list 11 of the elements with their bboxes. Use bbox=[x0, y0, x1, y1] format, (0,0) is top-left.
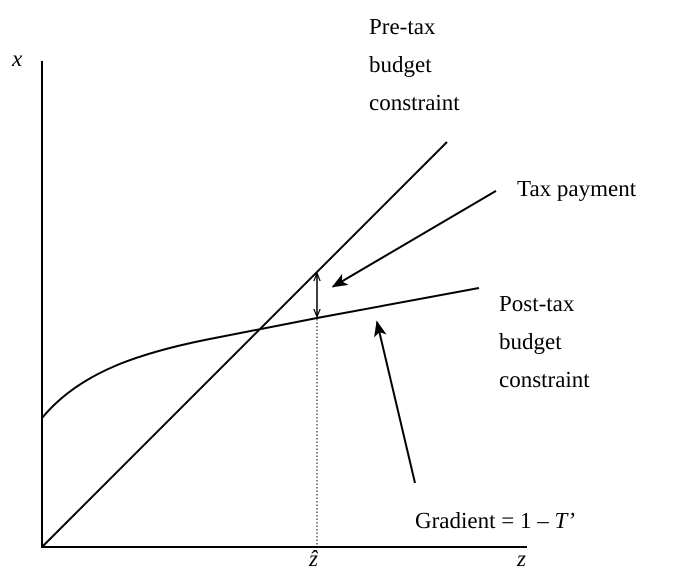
axis-label: z bbox=[517, 545, 526, 573]
post-tax-curve bbox=[41, 287, 480, 419]
leader-arrow bbox=[374, 320, 416, 484]
axis-tick-label: ẑ bbox=[309, 545, 318, 573]
annotation-label: Tax payment bbox=[517, 170, 636, 208]
line-label: Pre-tax budget constraint bbox=[369, 13, 461, 117]
annotation-label: Gradient = 1 – T’ bbox=[415, 502, 575, 540]
measure-arrow bbox=[313, 272, 321, 318]
leader-arrow bbox=[332, 190, 496, 288]
axis-label: x bbox=[12, 45, 22, 73]
curve-label: Post-tax budget constraint bbox=[499, 290, 591, 394]
